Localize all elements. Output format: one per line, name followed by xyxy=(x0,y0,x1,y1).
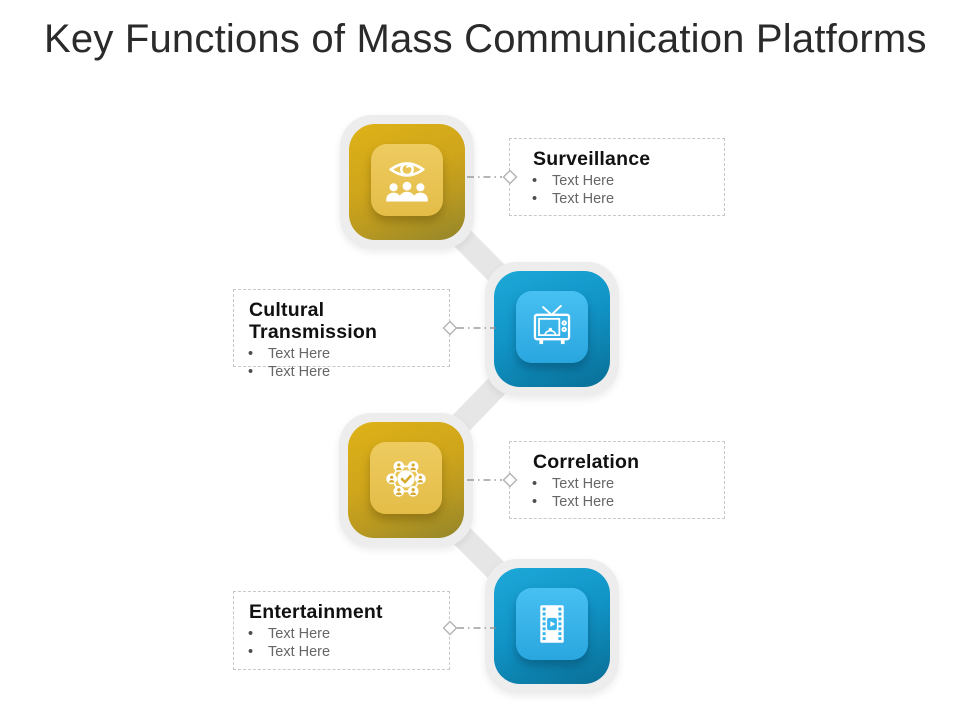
bullet-list: Text Here Text Here xyxy=(248,346,441,382)
bullet-list: Text Here Text Here xyxy=(532,476,716,512)
bullet-item: Text Here xyxy=(532,494,716,512)
tile-correlation-square xyxy=(348,422,464,538)
tile-surveillance-square xyxy=(349,124,465,240)
item-heading-entertainment: Entertainment xyxy=(249,601,383,623)
film-strip-icon xyxy=(540,605,564,643)
bullet-list: Text Here Text Here xyxy=(248,626,441,662)
info-box-entertainment: Entertainment Text Here Text Here xyxy=(233,591,450,670)
tile-cultural-transmission-inner xyxy=(516,291,588,363)
tile-entertainment-inner xyxy=(516,588,588,660)
tile-entertainment xyxy=(485,559,619,693)
bullet-list: Text Here Text Here xyxy=(532,173,716,209)
eye-group-icon xyxy=(386,162,428,202)
tile-cultural-transmission-square xyxy=(494,271,610,387)
bullet-item: Text Here xyxy=(532,191,716,209)
item-heading-surveillance: Surveillance xyxy=(533,148,651,170)
info-box-cultural-transmission: Cultural Transmission Text Here Text Her… xyxy=(233,289,450,381)
tile-surveillance xyxy=(340,115,474,249)
bullet-item: Text Here xyxy=(248,626,441,644)
tv-icon xyxy=(533,304,571,345)
item-heading-correlation: Correlation xyxy=(533,451,640,473)
bullet-item: Text Here xyxy=(532,476,716,494)
info-box-correlation: Correlation Text Here Text Here xyxy=(509,441,725,519)
tile-entertainment-square xyxy=(494,568,610,684)
tile-surveillance-inner xyxy=(371,144,443,216)
tile-correlation-inner xyxy=(370,442,442,514)
bullet-item: Text Here xyxy=(248,364,441,382)
tile-cultural-transmission xyxy=(485,262,619,396)
bullet-item: Text Here xyxy=(248,346,441,364)
info-box-surveillance: Surveillance Text Here Text Here xyxy=(509,138,725,216)
network-check-icon xyxy=(386,461,426,497)
item-heading-cultural-transmission: Cultural Transmission xyxy=(249,299,378,343)
page-title: Key Functions of Mass Communication Plat… xyxy=(44,17,927,61)
bullet-item: Text Here xyxy=(248,644,441,662)
tile-correlation xyxy=(339,413,473,547)
bullet-item: Text Here xyxy=(532,173,716,191)
